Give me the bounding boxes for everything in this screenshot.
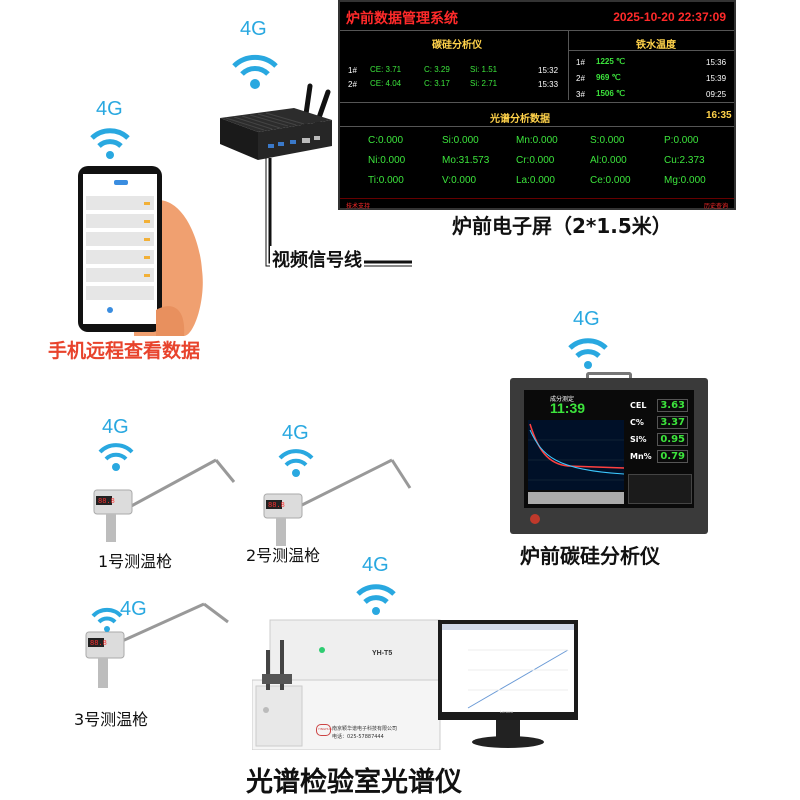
readout-name: C%	[630, 418, 644, 427]
analyzer-readouts: CEL 3.63 C% 3.37 Si% 0.95 Mn% 0.79	[628, 398, 690, 468]
spectrometer-device: YH-T5 YINGHUA 南京颖华谱电子科技有限公司 电话：025-57887…	[252, 610, 442, 750]
readout-value: 0.79	[657, 450, 688, 463]
spec-value: Cr:0.000	[516, 155, 554, 166]
temp-section-title: 铁水温度	[636, 36, 676, 51]
wifi-icon	[354, 578, 398, 618]
readout-name: Mn%	[630, 452, 652, 461]
readout-name: CEL	[630, 401, 646, 410]
divider	[340, 30, 734, 31]
cooling-curve	[528, 420, 624, 490]
spectrometer-company: 南京颖华谱电子科技有限公司	[332, 725, 397, 732]
analyzer-label: 炉前碳硅分析仪	[520, 540, 660, 569]
temp-row-no: 1#	[576, 58, 585, 67]
wifi-icon	[90, 604, 124, 634]
gun-display: 88.8	[98, 498, 115, 506]
temp-row-time: 15:36	[706, 58, 726, 67]
cs-row-c: C: 3.17	[424, 79, 450, 88]
4g-label: 4G	[573, 308, 600, 331]
wifi-icon	[230, 48, 280, 92]
screen-datetime: 2025-10-20 22:37:09	[613, 10, 726, 24]
temp-row-time: 09:25	[706, 90, 726, 99]
screen-footer-right: 历史查询	[704, 201, 728, 210]
spec-value: Ce:0.000	[590, 175, 631, 186]
spec-value: Mg:0.000	[664, 175, 706, 186]
cs-section-title: 碳硅分析仪	[432, 36, 482, 51]
gun2-label: 2号测温枪	[246, 542, 320, 566]
analyzer-clock: 11:39	[550, 400, 585, 416]
spec-time: 16:35	[706, 110, 732, 121]
temp-row-value: 969 ℃	[596, 73, 621, 82]
phone-device	[74, 160, 174, 336]
4g-label: 4G	[240, 18, 267, 41]
spec-value: Cu:2.373	[664, 155, 705, 166]
readout-name: Si%	[630, 435, 647, 444]
brand-text: YINGHUA	[318, 727, 332, 731]
spec-value: Si:0.000	[442, 135, 479, 146]
gun-display: 88.8	[90, 640, 107, 648]
analyzer-info-panel	[628, 474, 692, 504]
gun3-label: 3号测温枪	[74, 706, 148, 730]
4g-label: 4G	[96, 98, 123, 121]
temp-row-time: 15:39	[706, 74, 726, 83]
wifi-icon	[88, 122, 132, 162]
cs-row-si: Si: 2.71	[470, 79, 497, 88]
phone-label: 手机远程查看数据	[48, 336, 200, 363]
4g-label: 4G	[282, 422, 309, 445]
cs-row-c: C: 3.29	[424, 65, 450, 74]
spectrometer-label: 光谱检验室光谱仪	[246, 760, 462, 799]
temp-row-no: 3#	[576, 90, 585, 99]
spec-value: Mo:31.573	[442, 155, 489, 166]
video-cable-label: 视频信号线	[270, 246, 364, 272]
cs-row-no: 1#	[348, 66, 357, 75]
spectrometer-phone: 电话：025-57887444	[332, 733, 384, 740]
computer-monitor	[438, 620, 582, 752]
spec-value: P:0.000	[664, 135, 698, 146]
analyzer-display: 成分测定 11:39 CEL 3.63 C% 3.37 Si% 0.95 Mn%	[524, 390, 694, 508]
spec-value: S:0.000	[590, 135, 624, 146]
spec-value: Mn:0.000	[516, 135, 558, 146]
4g-label: 4G	[120, 598, 147, 621]
4g-label: 4G	[362, 554, 389, 577]
temp-row-value: 1506 ℃	[596, 89, 625, 98]
4g-label: 4G	[102, 416, 129, 439]
power-button	[530, 514, 540, 524]
temp-row-no: 2#	[576, 74, 585, 83]
wifi-icon	[276, 444, 316, 480]
readout-value: 3.37	[657, 416, 688, 429]
spec-value: Al:0.000	[590, 155, 627, 166]
cs-analyzer-device: 成分测定 11:39 CEL 3.63 C% 3.37 Si% 0.95 Mn%	[510, 378, 708, 534]
spec-value: La:0.000	[516, 175, 555, 186]
gun1-label: 1号测温枪	[98, 548, 172, 572]
cs-row-si: Si: 1.51	[470, 65, 497, 74]
divider	[568, 30, 569, 100]
analyzer-button-bar	[528, 492, 624, 504]
screen-title: 炉前数据管理系统	[346, 8, 458, 28]
monitor-brand: Lenovo	[500, 709, 513, 714]
cs-row-ce: CE: 3.71	[370, 65, 401, 74]
cs-row-time: 15:33	[538, 80, 558, 89]
readout-value: 0.95	[657, 433, 688, 446]
readout-value: 3.63	[657, 399, 688, 412]
divider	[568, 50, 734, 51]
spectrometer-model: YH-T5	[372, 650, 392, 657]
cs-row-time: 15:32	[538, 66, 558, 75]
spec-section-title: 光谱分析数据	[490, 110, 550, 125]
big-screen-label: 炉前电子屏（2*1.5米）	[452, 210, 672, 239]
wifi-icon	[566, 332, 610, 372]
spec-value: V:0.000	[442, 175, 476, 186]
wifi-icon	[96, 438, 136, 474]
gun-display: 88.8	[268, 502, 285, 510]
temp-row-value: 1225 ℃	[596, 57, 625, 66]
